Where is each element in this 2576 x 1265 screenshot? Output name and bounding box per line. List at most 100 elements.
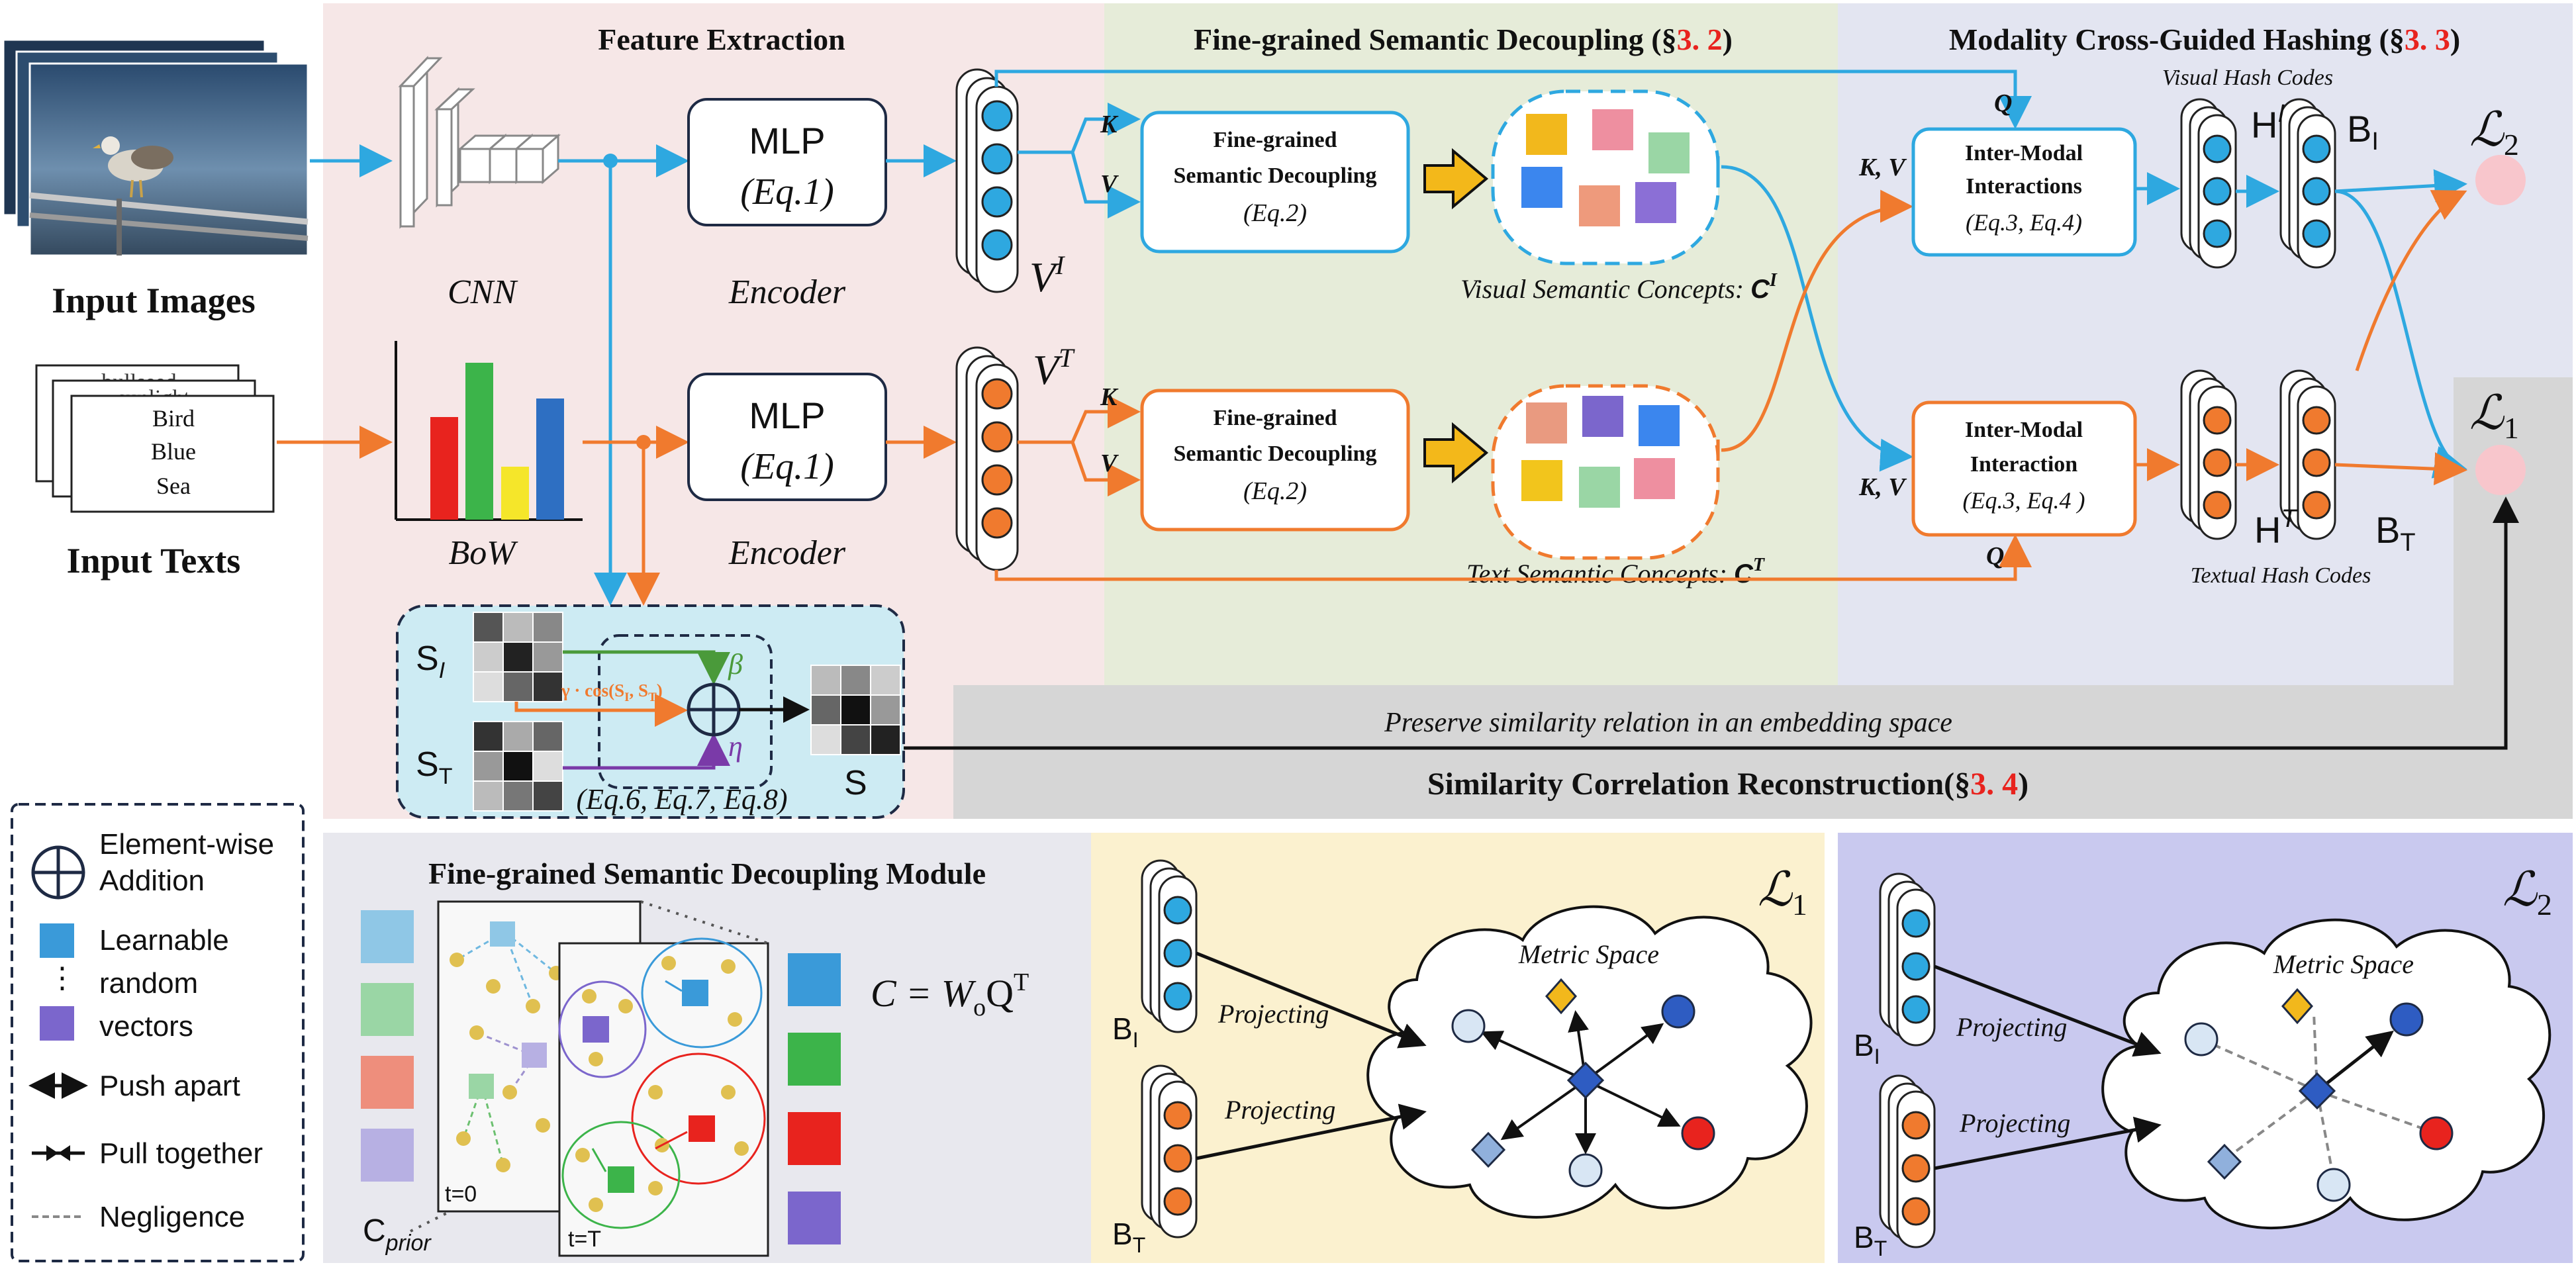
eta-arrow [563,733,730,770]
bt-label: BT [2375,509,2416,557]
l1-bt-projecting-arrow [1196,1103,1427,1160]
bi-to-l1-arrow [2334,189,2467,479]
l1-metric-space-label: Metric Space [1518,939,1659,969]
svg-text:(Eq.2): (Eq.2) [1243,199,1307,227]
text-concept-arrow [1423,422,1489,484]
bi-hash-stack [2279,98,2336,269]
svg-text:Inter-Modal: Inter-Modal [1965,141,2083,165]
l2-metric-space-label: Metric Space [2273,949,2414,979]
legend-learnable-2: random [99,967,198,1000]
input-images-label: Input Images [52,281,256,320]
fusion-inner-box [598,634,773,789]
vt-label: VT [1033,343,1075,393]
textual-hash-codes-label: Textual Hash Codes [2191,563,2371,588]
svg-text:Fine-grained: Fine-grained [1214,128,1337,152]
top-q-label: Q [1994,89,2012,117]
tT-label: t=T [568,1227,601,1252]
l2-bt-projecting-arrow [1934,1116,2162,1170]
svg-text:Inter-Modal: Inter-Modal [1965,418,2083,442]
bt-to-l2-arrow [2355,190,2467,371]
l1-projecting-bottom: Projecting [1224,1095,1335,1125]
visual-concepts-label: Visual Semantic Concepts: CI [1460,270,1778,304]
feature-extraction-title: Feature Extraction [598,23,845,56]
vt-v-label: V [1100,449,1119,477]
text-word-2: Blue [151,438,196,465]
l1-bi-stack [1141,859,1198,1033]
element-wise-addition-legend-icon [31,845,85,900]
t0-label: t=0 [445,1182,477,1207]
cnn-label: CNN [448,273,518,311]
st-matrix [473,721,563,812]
si-matrix [473,612,563,702]
vt-v-arrow [1071,442,1141,496]
s-label: S [844,764,867,802]
svg-text:Fine-grained: Fine-grained [1214,406,1337,430]
svg-text:Interaction: Interaction [1970,452,2078,477]
legend-learnable-1: Learnable [99,924,229,957]
s-to-l1-arrow [904,496,2519,750]
l1-projecting-top: Projecting [1217,999,1329,1029]
svg-text:MLP: MLP [749,120,825,162]
bt-hash-stack [2279,369,2336,540]
text-concepts-to-visual-interaction-arrow [1721,189,1913,452]
l1-bt-stack [1141,1064,1198,1239]
input-texts-label: Input Texts [67,541,241,581]
bottom-kv-label: K, V [1858,473,1907,501]
module-title: Fine-grained Semantic Decoupling Module [428,857,986,890]
vt-k-label: K [1100,383,1119,411]
vt-k-arrow [1071,395,1141,443]
beta-arrow [563,650,730,685]
legend-learnable-square-purple [40,1006,74,1041]
svg-text:(Eq.1): (Eq.1) [740,171,834,212]
l2-bi-projecting-arrow [1934,964,2162,1057]
s-matrix [810,665,901,755]
l2-projecting-bottom: Projecting [1959,1108,2070,1138]
visual-concepts-cloud [1491,89,1720,265]
legend-element-wise-2: Addition [99,865,205,897]
l2-bt-stack [1879,1074,1936,1248]
semantic-decoupling-title: Fine-grained Semantic Decoupling (§3. 2) [1194,23,1733,56]
preserve-similarity-label: Preserve similarity relation in an embed… [1384,708,1952,738]
l1-label: ℒ1 [2469,387,2519,445]
ht-label: HT [2254,505,2298,551]
text-word-1: Bird [152,405,195,432]
vi-feature-stack [955,68,1019,293]
bt-to-l1-arrow [2334,452,2467,486]
similarity-equations: (Eq.6, Eq.7, Eq.8) [577,783,788,816]
text-mlp-encoder: MLP (Eq.1) [687,373,887,501]
concept-equation: C = WoQT [871,968,1029,1021]
svg-text:(Eq.3, Eq.4): (Eq.3, Eq.4) [1966,209,2082,236]
l2-bi-label: BI [1854,1028,1880,1068]
l2-metric-points [2184,988,2454,1202]
l1-loss-node [2475,445,2526,495]
vi-k-arrow [1071,103,1141,153]
text-concepts-cloud [1491,384,1720,560]
l2-metric-label: ℒ2 [2503,863,2552,921]
text-encoder-label: Encoder [728,534,846,572]
legend-negligence: Negligence [99,1201,245,1233]
eta-symbol: η [728,730,743,763]
l2-loss-node [2475,155,2526,205]
reconstruction-title: Similarity Correlation Reconstruction(§3… [1427,767,2028,802]
beta-symbol: β [728,648,743,680]
bow-label: BoW [448,534,518,572]
bottom-q-label: Q [1986,542,2004,570]
legend-element-wise-1: Element-wise [99,828,274,861]
hi-hash-stack [2180,98,2237,269]
visual-inter-modal-box: Inter-Modal Interactions (Eq.3, Eq.4) [1911,127,2137,257]
image-mlp-encoder: MLP (Eq.1) [687,98,887,226]
cnn-icon [398,56,561,229]
l1-bi-label: BI [1112,1011,1139,1052]
top-kv-label: K, V [1858,154,1907,181]
svg-text:MLP: MLP [749,395,825,436]
ht-hash-stack [2180,369,2237,540]
legend-box [11,803,305,1262]
vt-query-arrow [994,534,2032,581]
vi-v-label: V [1100,170,1119,198]
visual-hash-codes-label: Visual Hash Codes [2162,66,2333,90]
vi-k-label: K [1100,111,1119,138]
svg-text:Interactions: Interactions [1966,174,2082,199]
element-wise-addition-node [687,682,741,737]
legend-push-apart: Push apart [99,1070,240,1102]
